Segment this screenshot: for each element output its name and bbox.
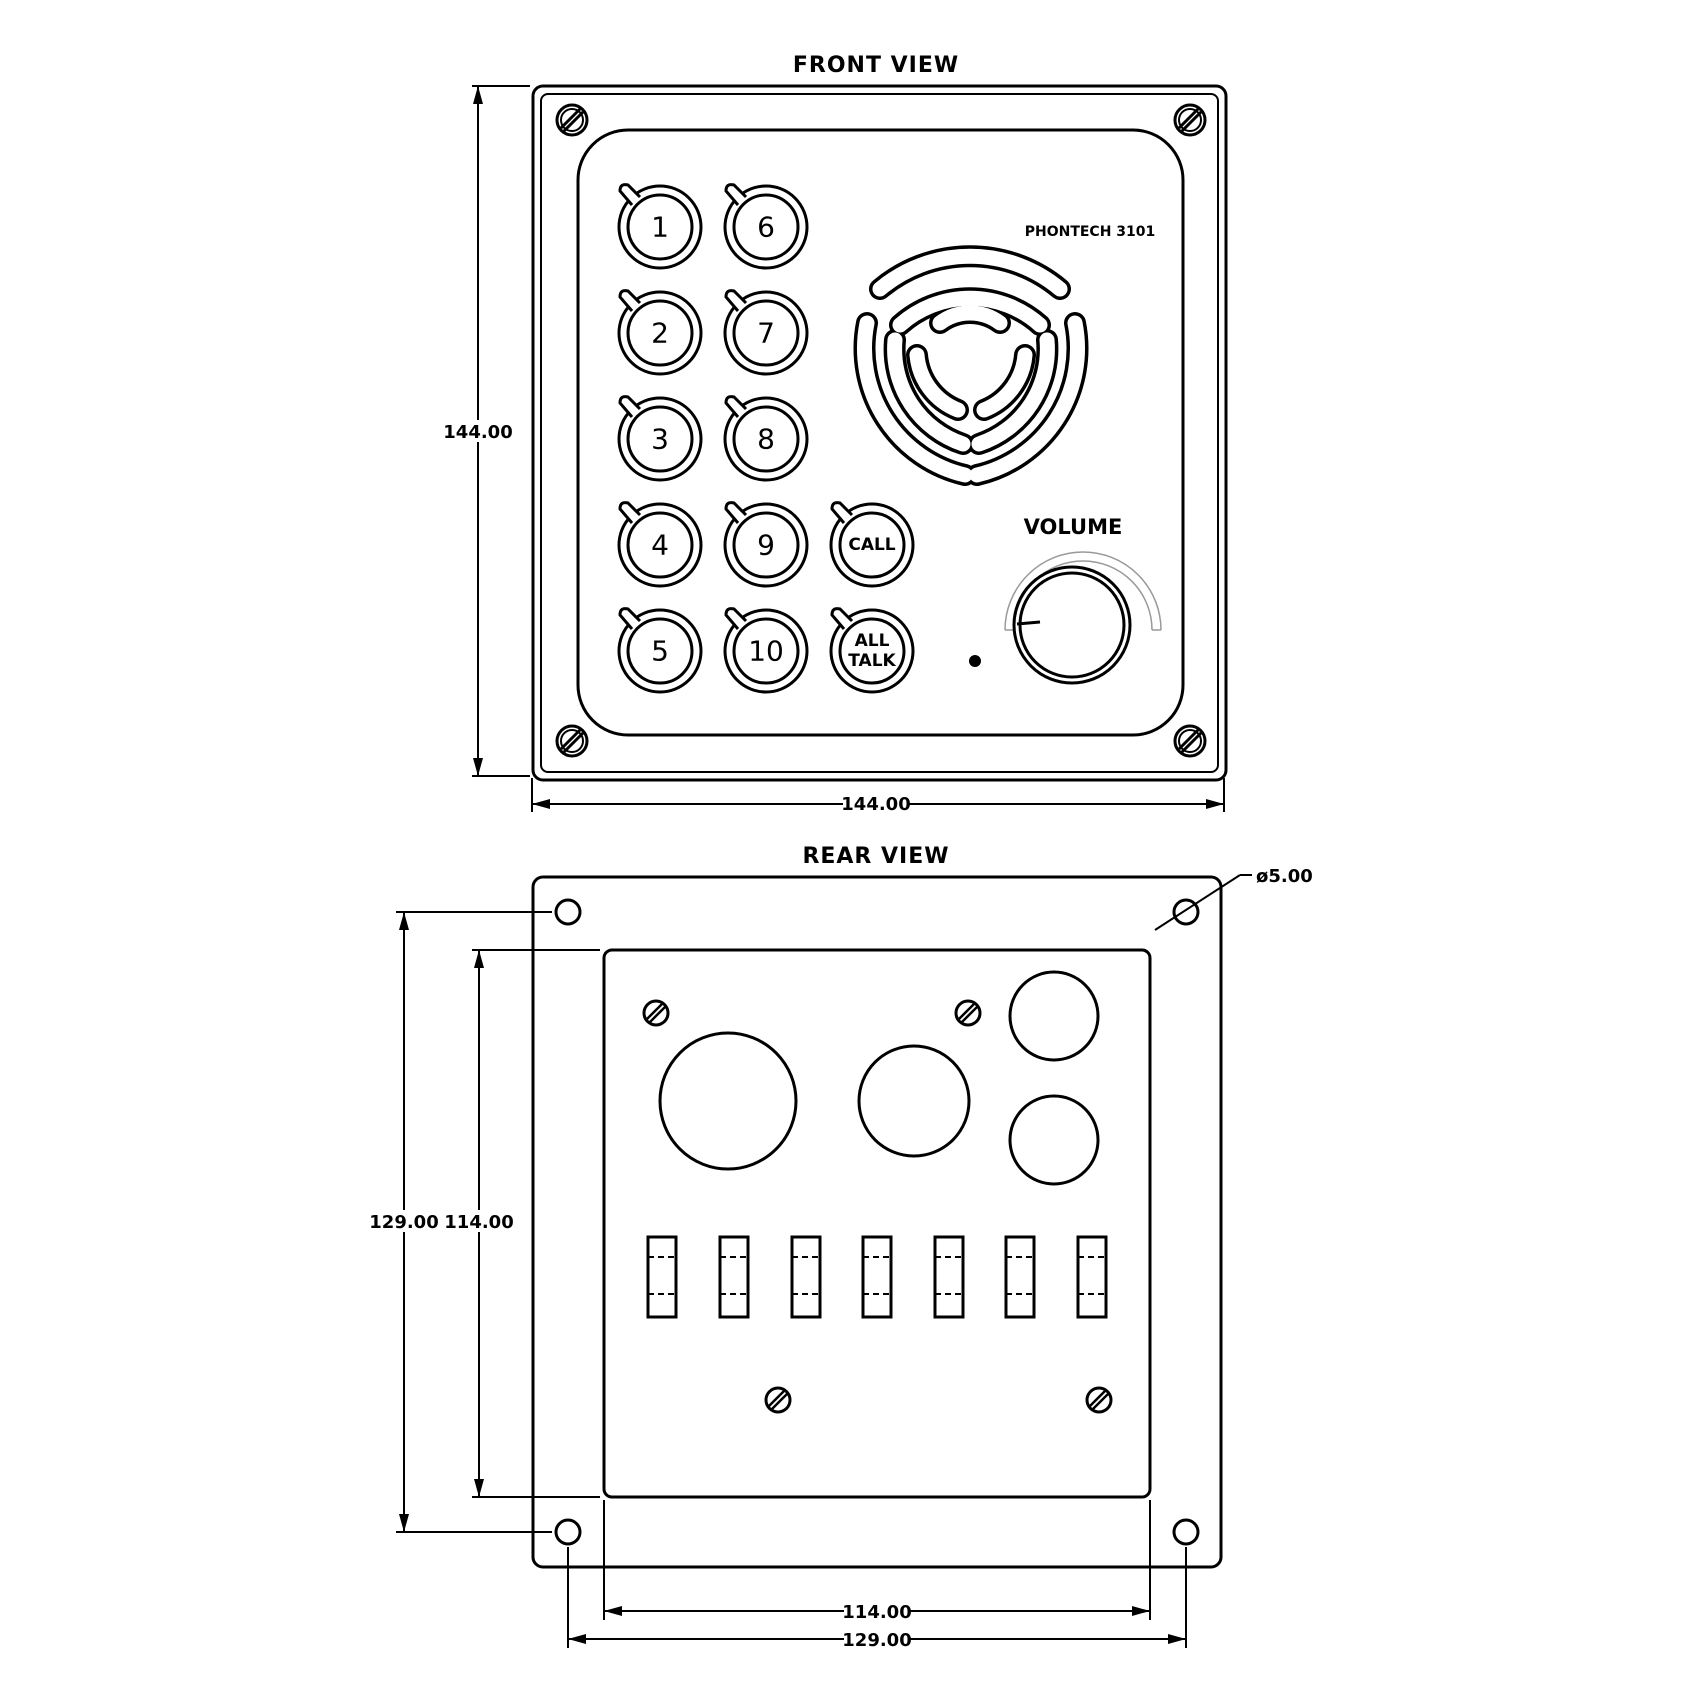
call-key[interactable]: CALL bbox=[829, 501, 915, 588]
svg-text:3: 3 bbox=[651, 423, 669, 456]
svg-text:114.00: 114.00 bbox=[444, 1212, 513, 1233]
svg-text:5: 5 bbox=[651, 635, 669, 668]
volume-knob[interactable] bbox=[1004, 551, 1162, 685]
svg-text:ALL: ALL bbox=[855, 631, 890, 651]
rear-view-title: REAR VIEW bbox=[802, 844, 949, 869]
svg-text:10: 10 bbox=[748, 635, 784, 668]
front-panel bbox=[531, 84, 1228, 782]
svg-text:7: 7 bbox=[757, 317, 775, 350]
svg-text:8: 8 bbox=[757, 423, 775, 456]
dip-switches[interactable] bbox=[646, 1235, 1108, 1319]
key-8[interactable]: 8 bbox=[723, 395, 809, 482]
hole-diameter-callout: ø5.00 bbox=[1154, 866, 1313, 931]
svg-text:TALK: TALK bbox=[848, 651, 896, 671]
svg-text:114.00: 114.00 bbox=[842, 1602, 911, 1623]
key-9[interactable]: 9 bbox=[723, 501, 809, 588]
rear-mounting-holes bbox=[554, 898, 1200, 1546]
key-7[interactable]: 7 bbox=[723, 289, 809, 376]
rear-outer-height-dimension: 129.00 bbox=[369, 911, 552, 1533]
rear-inner-height-dimension: 114.00 bbox=[444, 949, 600, 1498]
key-6[interactable]: 6 bbox=[723, 183, 809, 270]
svg-text:ø5.00: ø5.00 bbox=[1256, 866, 1313, 887]
svg-text:144.00: 144.00 bbox=[841, 794, 910, 815]
rear-inner-width-dimension: 114.00 bbox=[603, 1500, 1151, 1623]
rear-outer-width-dimension: 129.00 bbox=[567, 1547, 1187, 1651]
rear-panel bbox=[531, 875, 1223, 1569]
all-talk-key[interactable]: ALL TALK bbox=[829, 607, 915, 694]
svg-text:CALL: CALL bbox=[848, 535, 895, 555]
svg-text:6: 6 bbox=[757, 211, 775, 244]
svg-text:129.00: 129.00 bbox=[842, 1630, 911, 1651]
svg-text:4: 4 bbox=[651, 529, 669, 562]
brand-label: PHONTECH 3101 bbox=[1025, 224, 1156, 240]
key-4[interactable]: 4 bbox=[617, 501, 703, 588]
svg-text:129.00: 129.00 bbox=[369, 1212, 438, 1233]
front-width-dimension: 144.00 bbox=[531, 778, 1225, 815]
svg-text:2: 2 bbox=[651, 317, 669, 350]
front-view-title: FRONT VIEW bbox=[793, 53, 959, 78]
svg-text:144.00: 144.00 bbox=[443, 422, 512, 443]
speaker-grille bbox=[853, 245, 1089, 486]
key-5[interactable]: 5 bbox=[617, 607, 703, 694]
key-2[interactable]: 2 bbox=[617, 289, 703, 376]
svg-text:1: 1 bbox=[651, 211, 669, 244]
volume-label: VOLUME bbox=[1024, 515, 1123, 539]
front-height-dimension: 144.00 bbox=[443, 85, 530, 777]
rear-screws bbox=[642, 999, 1113, 1414]
key-1[interactable]: 1 bbox=[617, 183, 703, 270]
rear-connector-holes bbox=[658, 970, 1100, 1186]
key-3[interactable]: 3 bbox=[617, 395, 703, 482]
indicator-led bbox=[969, 655, 981, 667]
svg-text:9: 9 bbox=[757, 529, 775, 562]
key-10[interactable]: 10 bbox=[723, 607, 809, 694]
